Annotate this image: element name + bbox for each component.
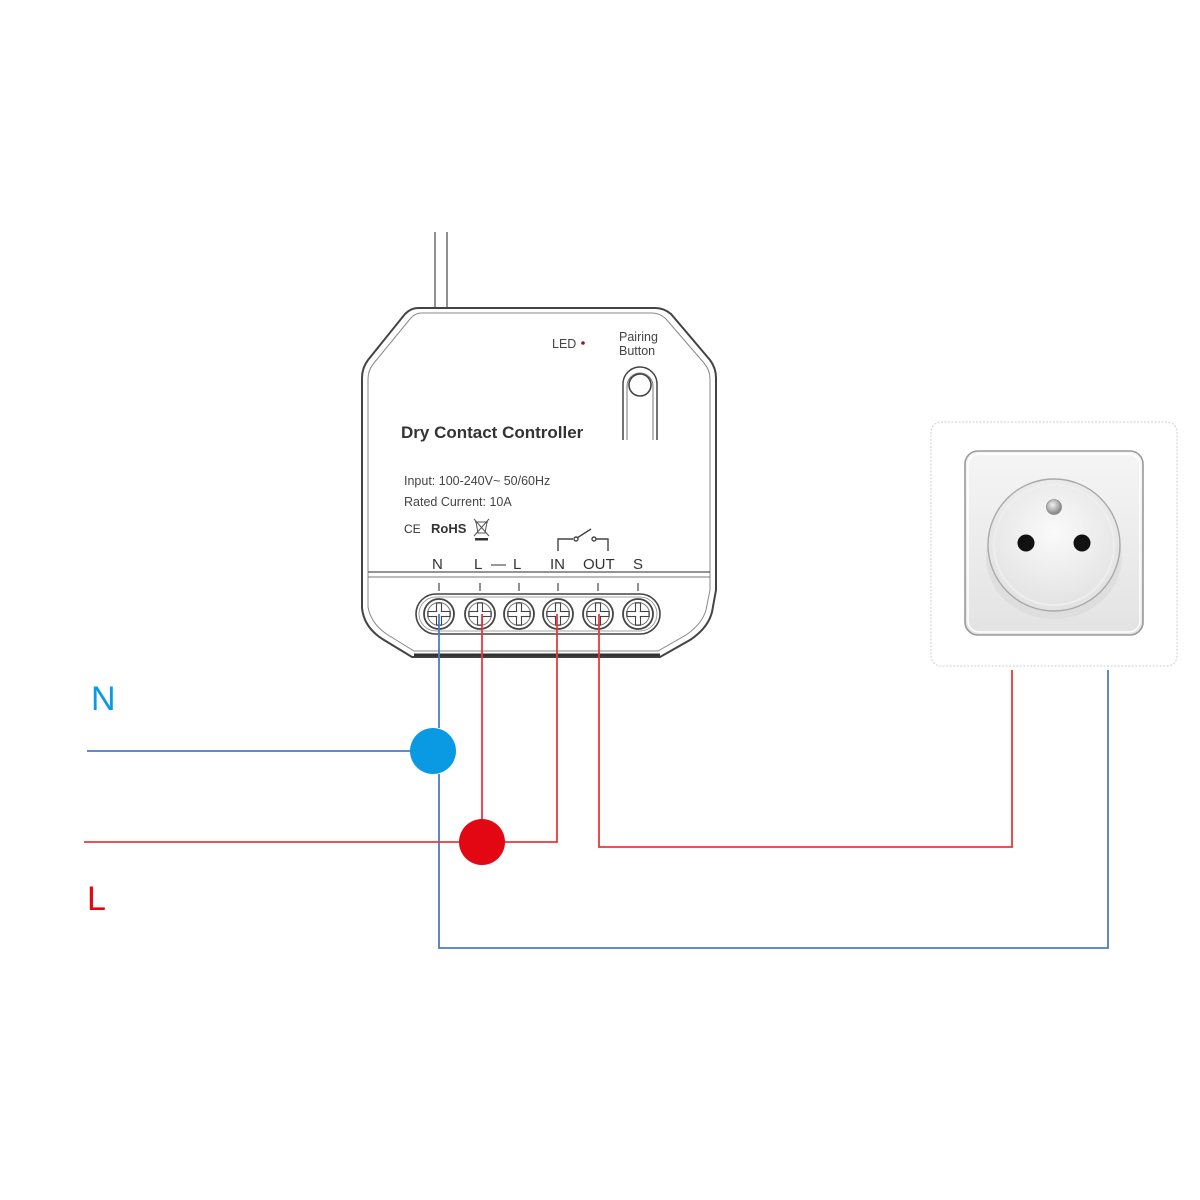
terminal-label-dash: — [491,556,506,573]
neutral-junction-node [410,728,456,774]
terminal-label-l2: L [513,556,521,573]
neutral-socket-wire [438,670,1109,949]
led-indicator-icon [581,341,585,345]
rohs-mark: RoHS [431,521,467,536]
input-spec: Input: 100-240V~ 50/60Hz [404,474,550,488]
pairing-button-icon[interactable] [622,366,658,440]
ce-mark: CE [404,522,421,536]
weee-bin-icon [473,518,490,541]
pairing-label-line1: Pairing [619,330,658,344]
wires [84,614,1109,949]
terminal-screw-in [542,583,574,630]
terminal-screw-l2 [503,583,535,630]
terminal-screw-out [582,583,614,630]
rated-current: Rated Current: 10A [404,495,512,509]
terminal-screw-l1 [464,583,496,630]
relay-switch-icon [557,528,609,551]
live-label: L [87,880,106,918]
led-label: LED [552,337,576,351]
device-title: Dry Contact Controller [401,423,584,442]
terminal-label-out: OUT [583,556,615,573]
terminal-screw-s [622,583,654,630]
power-socket-icon [930,421,1178,667]
live-in-wire [505,614,558,843]
terminal-label-in: IN [550,556,565,573]
neutral-label: N [91,680,116,718]
out-socket-wire [598,614,1013,848]
terminal-label-l1: L [474,556,482,573]
terminal-label-n: N [432,556,443,573]
terminal-label-s: S [633,556,643,573]
live-junction-node [459,819,505,865]
pairing-label-line2: Button [619,344,655,358]
